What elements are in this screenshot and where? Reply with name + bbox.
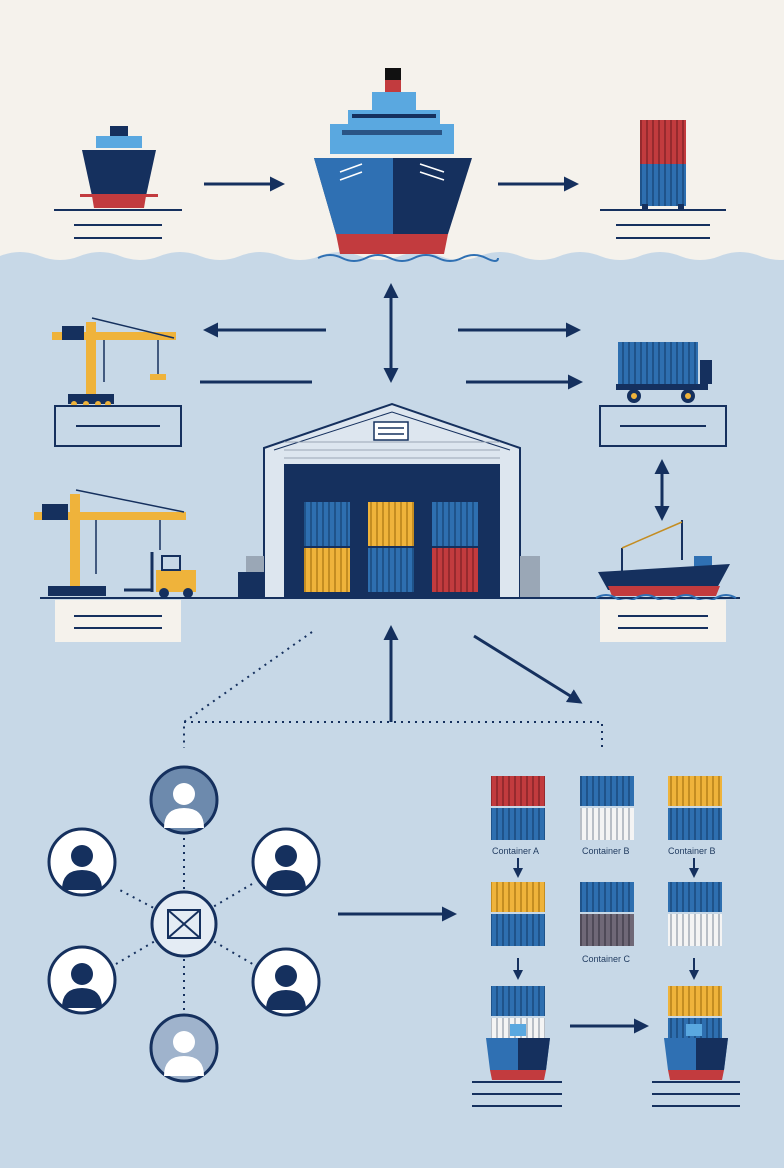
container-c-label: Container C xyxy=(582,954,631,964)
person-avatar-icon xyxy=(47,945,117,1015)
dotted-connector-bar xyxy=(184,721,603,748)
main-cargo-ship-icon xyxy=(314,68,472,254)
container-group-b3 xyxy=(668,882,722,946)
container-group-b xyxy=(580,776,634,840)
loaded-ship-icon xyxy=(486,986,550,1080)
person-avatar-icon xyxy=(149,1013,219,1083)
person-avatar-icon xyxy=(251,947,321,1017)
person-avatar-icon xyxy=(47,827,117,897)
tugboat-icon xyxy=(598,520,730,596)
container-group-a2 xyxy=(491,882,545,946)
port-crane-icon xyxy=(34,489,186,596)
container-stack-icon xyxy=(640,120,686,210)
small-cargo-ship-icon xyxy=(80,126,158,208)
person-avatar-icon xyxy=(251,827,321,897)
container-group-c xyxy=(580,882,634,946)
person-avatar-icon xyxy=(149,765,219,835)
forklift-label-box xyxy=(55,600,181,642)
warehouse-icon xyxy=(238,402,540,599)
network-hub-icon xyxy=(150,890,218,958)
forklift-icon xyxy=(124,552,196,598)
container-a-label: Container A xyxy=(492,846,540,856)
arrow-warehouse-to-containers xyxy=(473,634,583,704)
container-b-label: Container B xyxy=(582,846,630,856)
container-b2-label: Container B xyxy=(668,846,716,856)
loaded-ship-icon xyxy=(664,986,728,1080)
container-group-b2 xyxy=(668,776,722,840)
tugboat-label-box xyxy=(600,600,726,642)
truck-trailer-icon xyxy=(616,342,712,403)
container-group-a xyxy=(491,776,545,840)
